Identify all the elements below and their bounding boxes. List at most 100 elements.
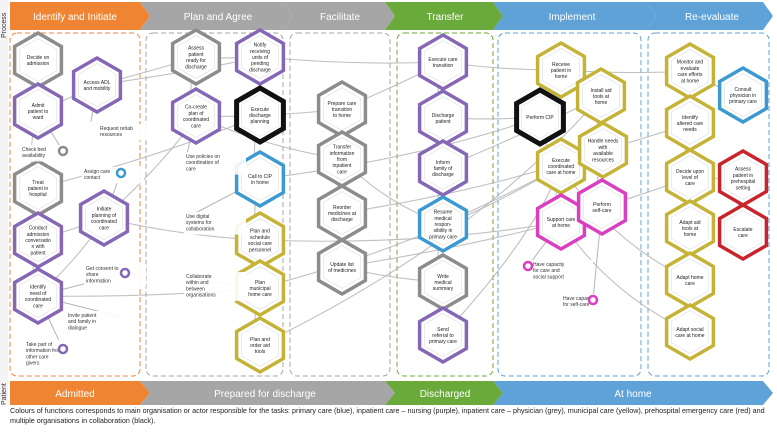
note-dot <box>587 294 599 306</box>
phase-regions <box>9 32 770 377</box>
hexagon-inner <box>240 93 280 137</box>
hexagon-inner <box>671 101 709 145</box>
node-perform-cip: Perform CIP <box>514 87 566 147</box>
hexagon-inner <box>671 310 709 354</box>
phase-bar: Identify and Initiate Plan and Agree Fac… <box>10 2 773 30</box>
note-dot <box>57 343 69 355</box>
note-background <box>184 272 246 301</box>
hexagon-inner <box>18 218 57 262</box>
hexagon-inner <box>423 260 463 304</box>
region-implement <box>497 32 642 377</box>
state-label-athome: At home <box>614 389 652 400</box>
connector-line <box>442 165 562 336</box>
hexagon-inner <box>18 166 57 210</box>
hexagon-inner <box>671 155 709 199</box>
hexagon-inner <box>18 274 57 318</box>
hexagon-inner <box>18 89 57 133</box>
phase-label-implement: Implement <box>549 12 596 23</box>
hexagon-inner <box>582 74 620 118</box>
connector-line <box>259 116 541 180</box>
region-reevaluate <box>647 32 770 377</box>
state-label-prepared: Prepared for discharge <box>214 389 316 400</box>
hexagon-inner <box>78 63 116 107</box>
hexagon-inner <box>671 49 709 93</box>
hexagon-inner <box>85 196 123 240</box>
region-transfer <box>396 32 494 377</box>
connector-lines <box>30 56 744 350</box>
hexagon-inner <box>18 38 57 82</box>
hexagon-inner <box>724 156 762 200</box>
hexagon-inner <box>671 258 709 302</box>
phase-arrow-identify <box>10 2 150 30</box>
phase-label-transfer: Transfer <box>427 12 465 23</box>
hexagon-inner <box>423 146 463 190</box>
state-arrow-admitted <box>10 381 150 405</box>
phase-label-reevaluate: Re-evaluate <box>685 12 739 23</box>
hexagon-inner <box>583 185 621 229</box>
state-label-discharged: Discharged <box>420 389 471 400</box>
state-arrow-prepared <box>140 381 395 405</box>
note-background <box>98 124 160 141</box>
hexagon-inner <box>521 95 559 139</box>
note-background <box>184 212 246 235</box>
phase-arrow-transfer <box>385 2 503 30</box>
note-dot <box>115 167 127 179</box>
connector-line <box>259 56 444 64</box>
hexagon-inner <box>322 191 362 235</box>
hexagon-inner <box>423 202 463 246</box>
region-plan <box>145 32 284 377</box>
note-dot <box>522 260 534 272</box>
phase-arrow-plan <box>140 2 293 30</box>
note-dot <box>57 145 69 157</box>
phase-label-facilitate: Facilitate <box>320 12 360 23</box>
